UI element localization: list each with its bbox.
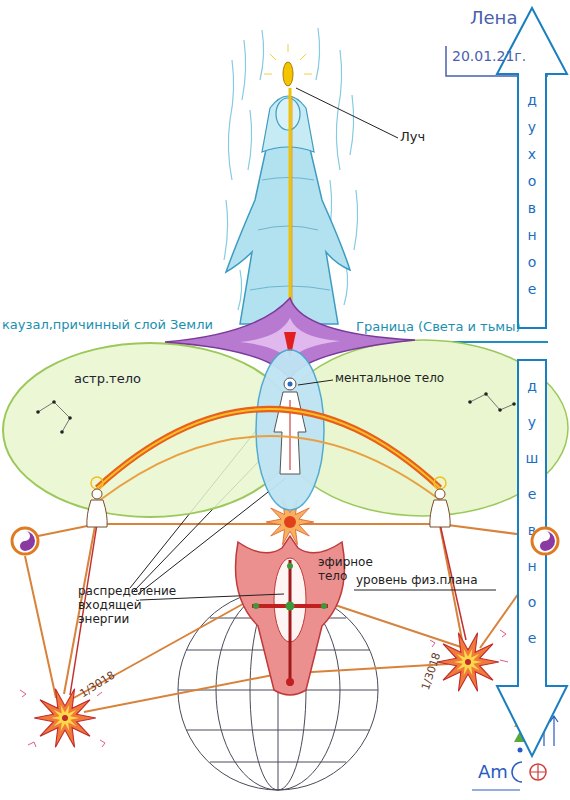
central-burst [266,499,314,544]
underline [354,590,496,591]
yin-yang-symbol [532,528,558,554]
vertical-label: душевное [518,378,546,666]
ray-flame [264,44,312,86]
leader-line [298,380,333,385]
soul-figure [87,477,107,527]
signature-logo [472,762,546,790]
signature-text: Am [478,762,508,783]
energy-burst [20,689,105,748]
light-ray [289,88,292,352]
causal-star [165,298,415,380]
part-name: ментальное тело [335,372,444,386]
note-text: распределение входящей энергии [78,585,186,626]
energy-lines [25,524,545,712]
light-ray-edge [292,96,293,352]
author-name: Лена [470,8,517,29]
mental-body [256,350,324,510]
soul-figure [430,477,450,527]
layer-name: каузал,причинный слой Земли [2,318,213,333]
constellation [36,392,516,476]
leader-line [296,88,398,138]
energy-arc [97,409,440,488]
energy-lines-red [70,524,466,695]
spirit-figure [226,96,350,324]
vertical-label: духовное [518,92,546,308]
energy-arc [97,409,440,488]
yin-yang-symbol [12,528,38,554]
astral-wing-shape [3,343,297,517]
astral-wing-outline [0,340,300,520]
energy-arc [100,436,440,500]
energy-burst [430,630,513,692]
soul-arrow-shape [497,360,567,756]
date-label: 20.01.21г. [452,48,526,64]
ratio-number: 1/3018 [78,669,118,700]
border-name: Граница (Света и тьмы) [356,320,520,335]
level-name: уровень физ.плана [356,574,478,588]
part-name: Луч [400,130,425,145]
node-label: астр.тело [74,372,141,387]
soul-arrow: душевное [495,358,569,758]
astral-wing: астр.тело [0,340,300,520]
ratio-number: 1/3018 [420,651,444,692]
